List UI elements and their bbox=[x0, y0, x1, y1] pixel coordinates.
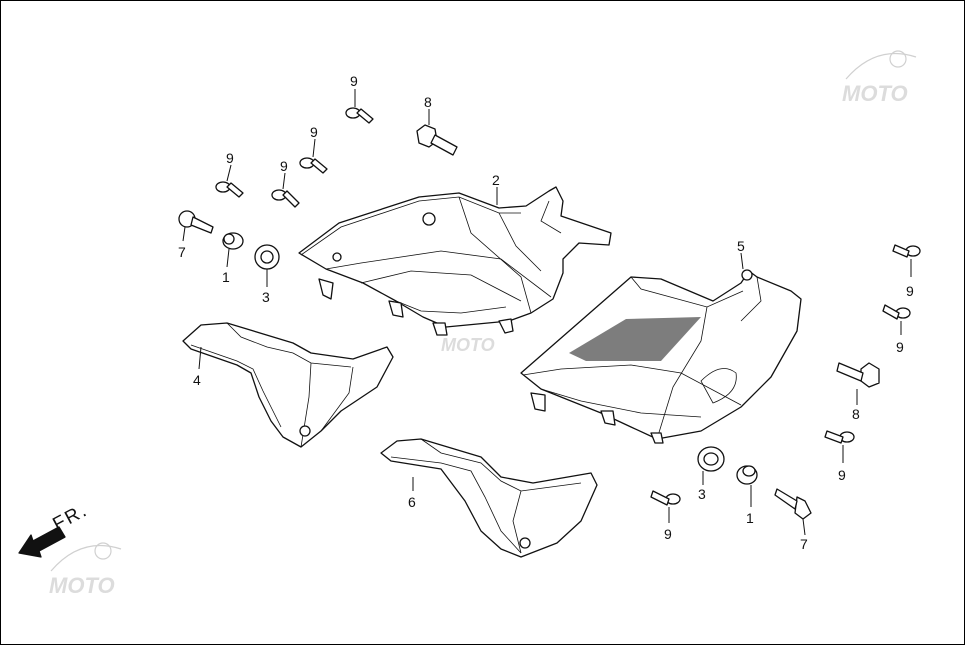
lower-panel-part-6[interactable] bbox=[380, 438, 598, 558]
callout-8: 8 bbox=[852, 406, 860, 422]
watermark-text: MOTO bbox=[441, 335, 495, 355]
callout-3: 3 bbox=[262, 289, 270, 305]
screw-9-c[interactable] bbox=[215, 181, 244, 198]
callout-9: 9 bbox=[310, 124, 318, 140]
callout-5: 5 bbox=[737, 238, 745, 254]
grommet-3-right[interactable] bbox=[697, 446, 725, 472]
screw-9-d[interactable] bbox=[271, 189, 300, 208]
collar-1-right[interactable] bbox=[736, 465, 758, 485]
screw-9-a[interactable] bbox=[345, 107, 374, 124]
bolt-8-top[interactable] bbox=[416, 124, 458, 156]
watermark-text: MOTO bbox=[842, 81, 908, 106]
screw-9-g[interactable] bbox=[824, 430, 855, 444]
callouts: 9 8 9 9 9 2 7 1 3 5 9 9 4 8 9 6 3 1 7 9 bbox=[178, 73, 914, 552]
collar-1-left[interactable] bbox=[222, 232, 244, 250]
callout-9: 9 bbox=[906, 283, 914, 299]
callout-9: 9 bbox=[838, 467, 846, 483]
callout-9: 9 bbox=[664, 526, 672, 542]
callout-9: 9 bbox=[350, 73, 358, 89]
lower-panel-part-4[interactable] bbox=[182, 322, 394, 448]
front-direction-label: FR. bbox=[49, 500, 91, 536]
callout-1: 1 bbox=[222, 269, 230, 285]
callout-9: 9 bbox=[226, 150, 234, 166]
watermark-text: MOTO bbox=[49, 573, 115, 598]
watermark-middle: MOTO bbox=[441, 335, 495, 355]
grommet-3-left[interactable] bbox=[254, 244, 280, 270]
callout-3: 3 bbox=[698, 486, 706, 502]
screw-9-h[interactable] bbox=[650, 490, 681, 506]
screw-9-f[interactable] bbox=[882, 304, 911, 320]
side-cover-right-part-5[interactable] bbox=[520, 269, 802, 444]
watermark-bottom-left: MOTO bbox=[49, 542, 122, 598]
callout-1: 1 bbox=[746, 510, 754, 526]
screw-9-b[interactable] bbox=[299, 157, 328, 174]
callout-9: 9 bbox=[280, 158, 288, 174]
bolt-7-left[interactable] bbox=[178, 210, 214, 234]
bolt-8-right[interactable] bbox=[836, 362, 880, 388]
bolt-7-right[interactable] bbox=[774, 488, 812, 520]
screw-9-e[interactable] bbox=[892, 244, 921, 258]
watermark-top-right: MOTO bbox=[842, 50, 917, 106]
callout-7: 7 bbox=[178, 244, 186, 260]
callout-6: 6 bbox=[408, 494, 416, 510]
callout-7: 7 bbox=[800, 536, 808, 552]
callout-9: 9 bbox=[896, 339, 904, 355]
callout-2: 2 bbox=[492, 172, 500, 188]
callout-4: 4 bbox=[193, 372, 201, 388]
callout-8: 8 bbox=[424, 94, 432, 110]
side-cover-left-part-2[interactable] bbox=[298, 186, 612, 336]
leader-lines bbox=[182, 89, 912, 536]
